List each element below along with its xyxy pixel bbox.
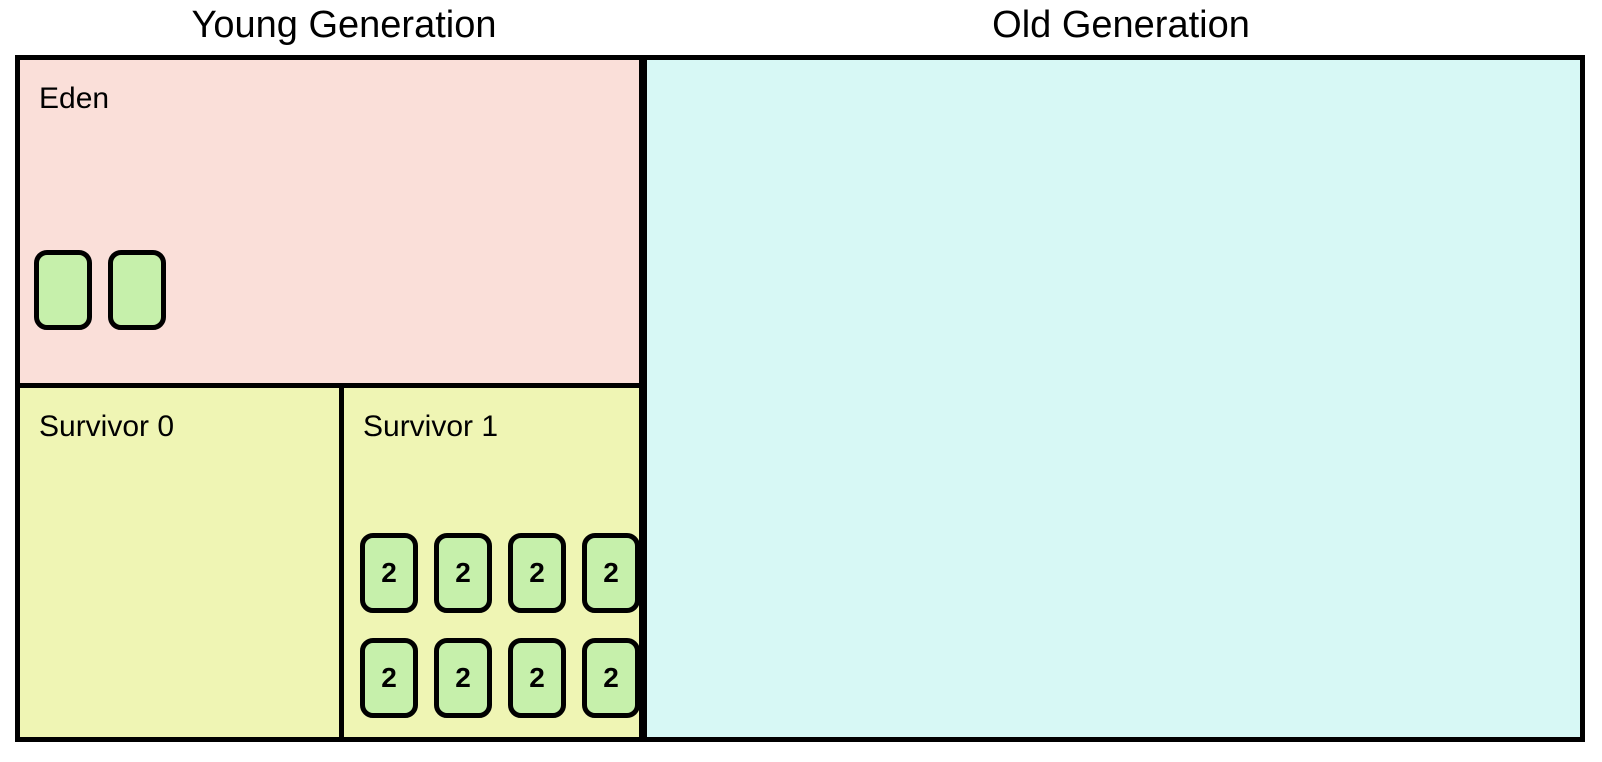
eden-region: Eden [20, 60, 639, 388]
survivor-1-object-0-2: 2 [508, 533, 566, 613]
eden-object-row [34, 250, 166, 330]
eden-object-0 [34, 250, 92, 330]
survivor-1-object-0-1: 2 [434, 533, 492, 613]
survivor-1-object-1-3: 2 [582, 638, 640, 718]
survivor-1-object-row-0: 2 2 2 2 [360, 533, 640, 613]
eden-label: Eden [39, 82, 110, 115]
eden-object-1 [108, 250, 166, 330]
survivor-1-object-1-1: 2 [434, 638, 492, 718]
survivor-1-object-row-1: 2 2 2 2 [360, 638, 640, 718]
survivor-1-object-0-3: 2 [582, 533, 640, 613]
old-generation-title: Old Generation [992, 4, 1250, 46]
survivor-1-object-1-0: 2 [360, 638, 418, 718]
old-generation-box [642, 55, 1585, 742]
survivor-1-object-0-0: 2 [360, 533, 418, 613]
survivor-0-label: Survivor 0 [39, 410, 175, 443]
survivor-1-region: Survivor 1 2 2 2 2 2 2 2 2 [344, 388, 640, 737]
young-generation-title: Young Generation [191, 4, 497, 46]
young-generation-box: Eden Survivor 0 Survivor 1 2 2 2 2 2 2 2 [15, 55, 644, 742]
survivor-1-label: Survivor 1 [363, 410, 499, 443]
survivor-0-region: Survivor 0 [20, 388, 344, 737]
survivor-1-object-1-2: 2 [508, 638, 566, 718]
